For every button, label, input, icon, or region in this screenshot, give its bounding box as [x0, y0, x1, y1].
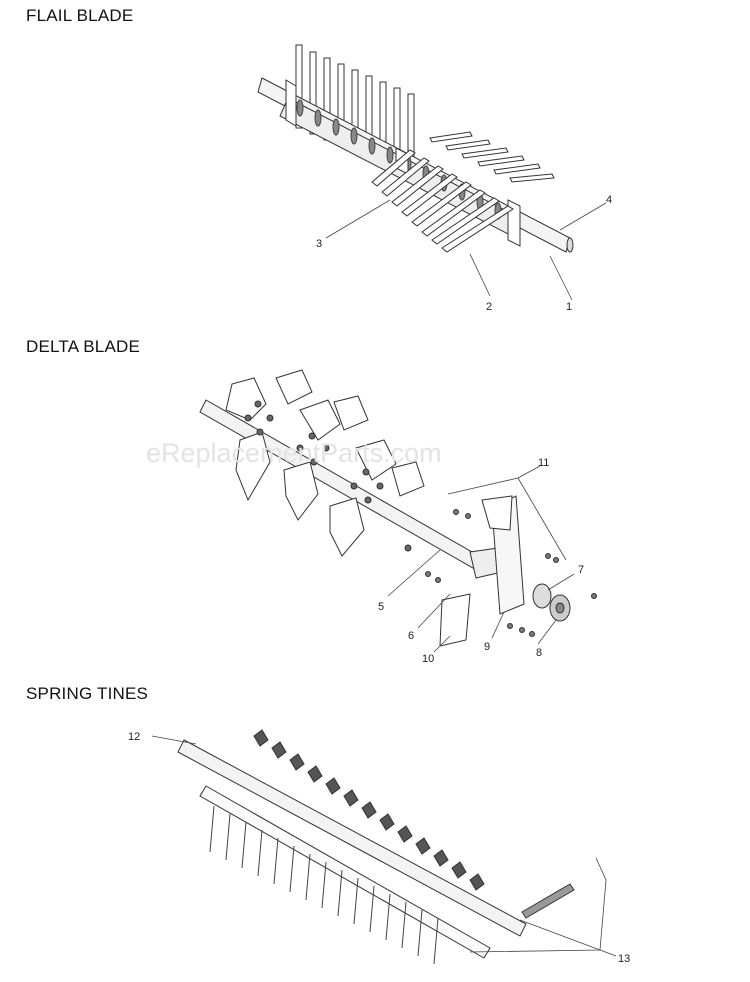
delta-blade-group-1 [225, 369, 313, 502]
delta-exploded-blade [481, 495, 513, 531]
spring-tines [209, 805, 439, 965]
flail-leaders [325, 199, 607, 301]
spring-tines-assembly [151, 729, 617, 965]
callout-13: 13 [618, 953, 630, 965]
callout-10: 10 [422, 653, 434, 665]
spring-shaft [177, 739, 527, 937]
flail-end-plate-left [285, 79, 297, 127]
spring-tine-bar [199, 785, 491, 959]
delta-blade-assembly [199, 369, 597, 653]
delta-blade-group-3 [329, 439, 425, 557]
spring-leaders [151, 735, 617, 957]
spring-tines-title: SPRING TINES [26, 684, 149, 703]
delta-fasteners [425, 509, 597, 637]
callout-11: 11 [538, 457, 549, 469]
flail-blade-assembly [257, 44, 607, 301]
watermark-text: eReplacementParts.com [146, 438, 442, 468]
delta-leaders [387, 465, 575, 653]
spring-extra-tine [521, 883, 575, 919]
callout-5: 5 [378, 601, 384, 613]
callout-8: 8 [536, 647, 542, 659]
callout-12: 12 [128, 731, 140, 743]
callout-3: 3 [316, 238, 322, 250]
delta-blade-title: DELTA BLADE [26, 337, 141, 356]
delta-blade-group-2 [283, 395, 369, 521]
flail-front-blades [371, 131, 555, 253]
delta-bearing [532, 583, 552, 609]
callout-6: 6 [408, 630, 414, 642]
callout-4: 4 [606, 194, 612, 206]
flail-blade-title: FLAIL BLADE [26, 6, 134, 25]
callout-9: 9 [484, 641, 490, 653]
delta-exploded-blade-lower [439, 593, 471, 647]
flail-end-plate-right [507, 199, 521, 247]
callout-2: 2 [486, 301, 492, 313]
spring-coils-upper [253, 729, 485, 891]
callout-1: 1 [566, 301, 572, 313]
callout-7: 7 [578, 564, 584, 576]
